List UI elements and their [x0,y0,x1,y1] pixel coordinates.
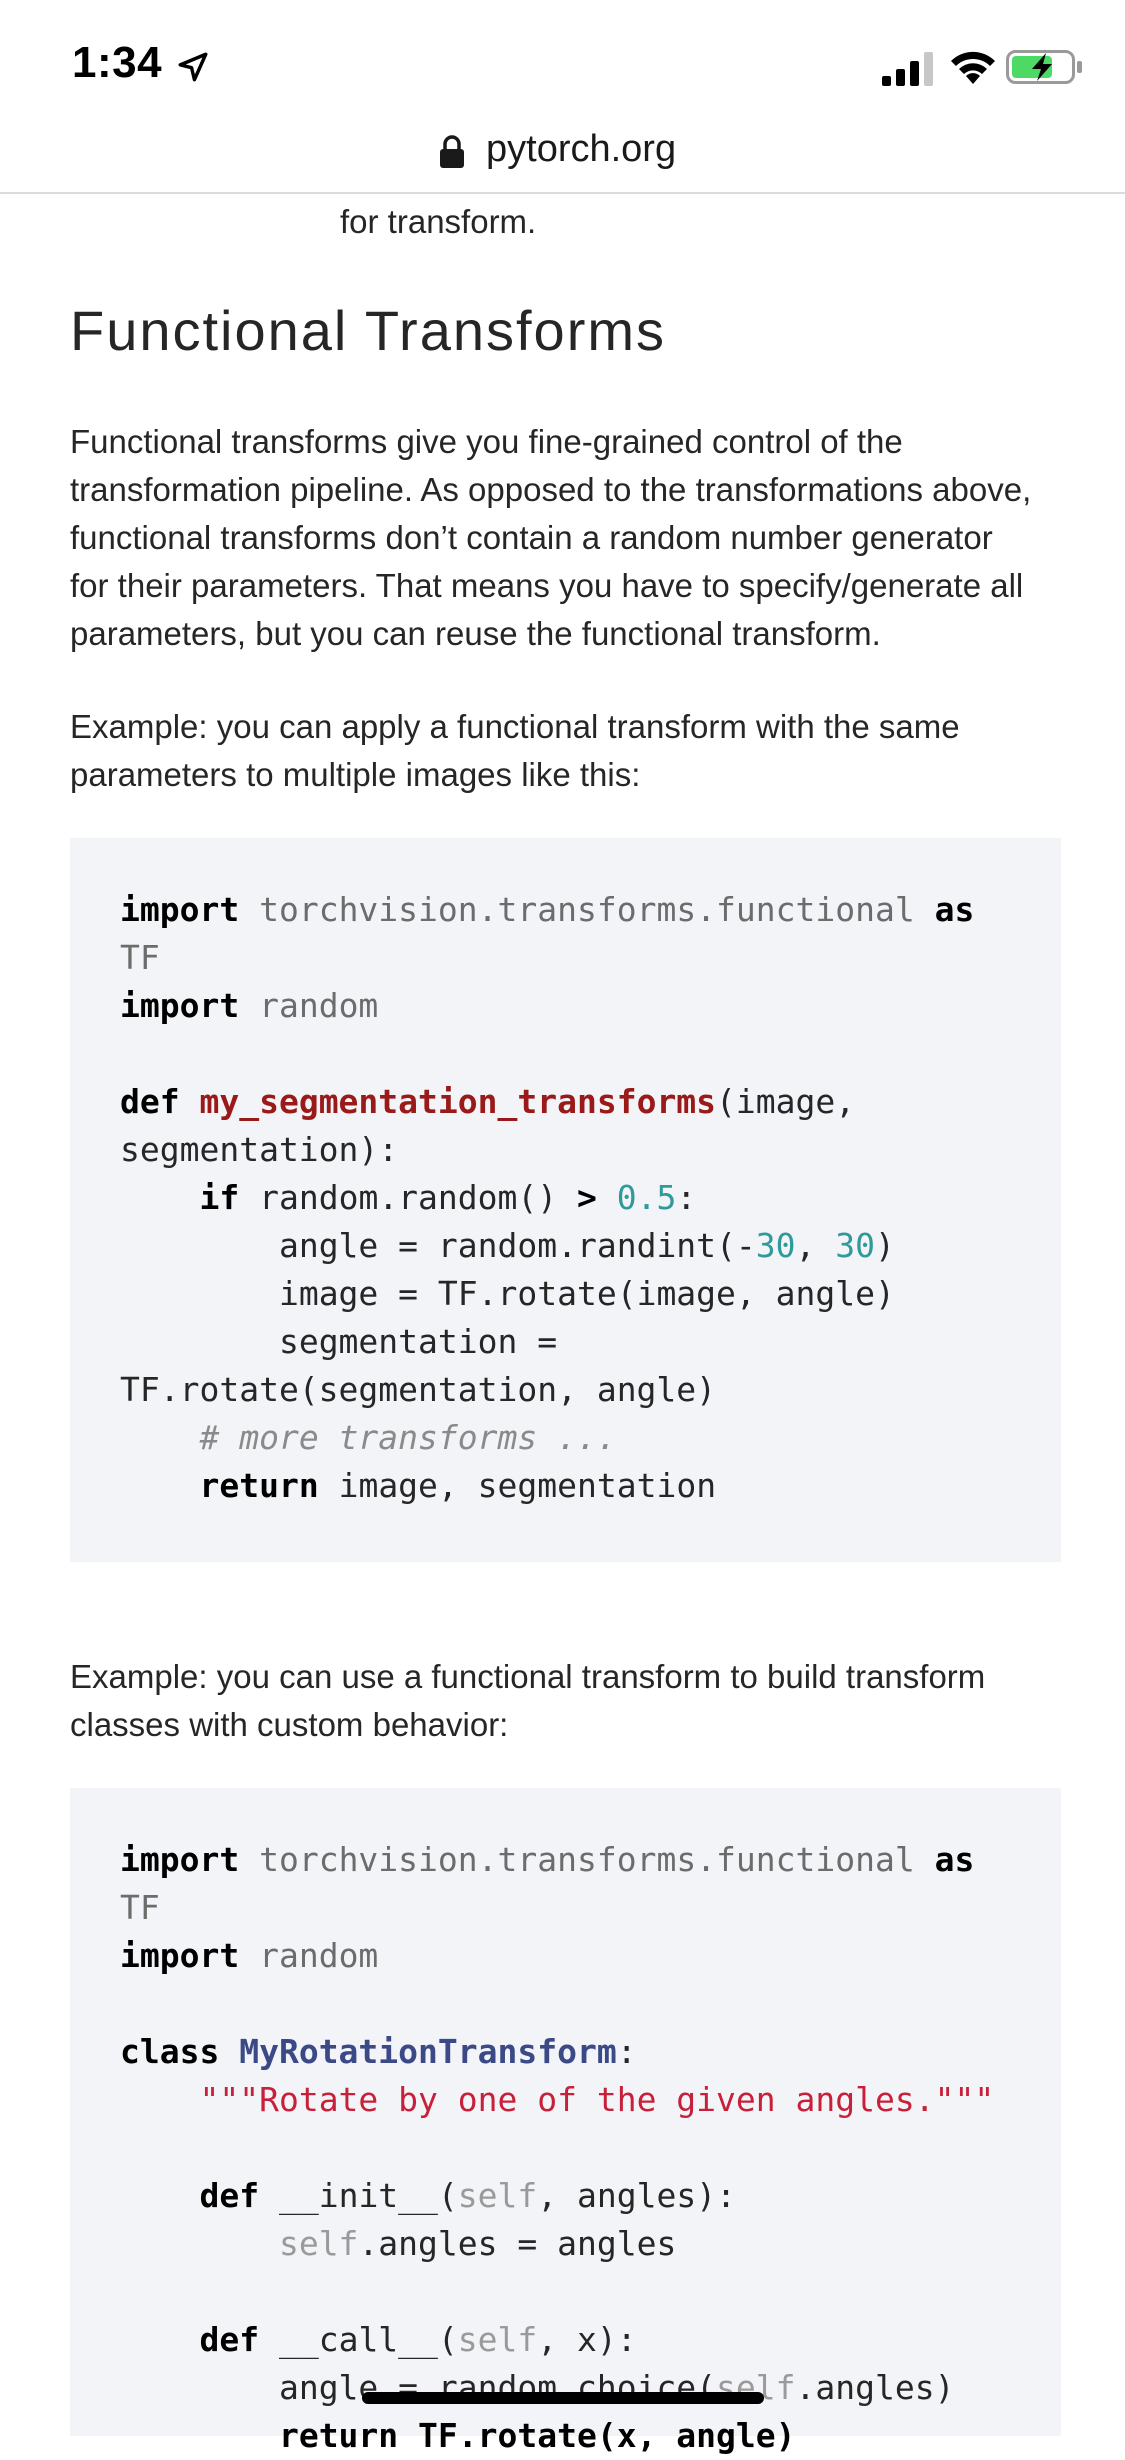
status-time: 1:34 [72,38,163,87]
code-block-rotation-class: import torchvision.transforms.functional… [70,1788,1061,2455]
cellular-signal-icon [882,52,933,86]
intro-line: parameters, but you can reuse the functi… [70,615,881,652]
example2-paragraph: Example: you can use a functional transf… [70,1653,1055,1749]
lock-icon [440,135,464,168]
section-title: Functional Transforms [70,299,666,362]
address-bar-divider [0,192,1125,194]
example1-line: Example: you can apply a functional tran… [70,708,960,745]
status-bar: 1:34 [0,0,1125,132]
url-text[interactable]: pytorch.org [486,128,677,170]
example1-line: parameters to multiple images like this: [70,756,641,793]
code-listing: import torchvision.transforms.functional… [120,1840,995,2455]
previous-text-fragment: for transform. [340,203,537,240]
example1-paragraph: Example: you can apply a functional tran… [70,703,1055,799]
intro-paragraph: Functional transforms give you fine-grai… [70,418,1055,658]
intro-line: functional transforms don’t contain a ra… [70,519,993,556]
code-block-segmentation: import torchvision.transforms.functional… [70,838,1061,1562]
example2-line: Example: you can use a functional transf… [70,1658,986,1695]
intro-line: transformation pipeline. As opposed to t… [70,471,1032,508]
intro-line: Functional transforms give you fine-grai… [70,423,903,460]
example2-line: classes with custom behavior: [70,1706,509,1743]
battery-charging-icon [1006,50,1082,84]
wifi-icon [951,51,995,84]
location-arrow-icon [178,52,208,82]
code-listing: import torchvision.transforms.functional… [120,890,975,1505]
home-indicator[interactable] [362,2392,764,2404]
intro-line: for their parameters. That means you hav… [70,567,1024,604]
